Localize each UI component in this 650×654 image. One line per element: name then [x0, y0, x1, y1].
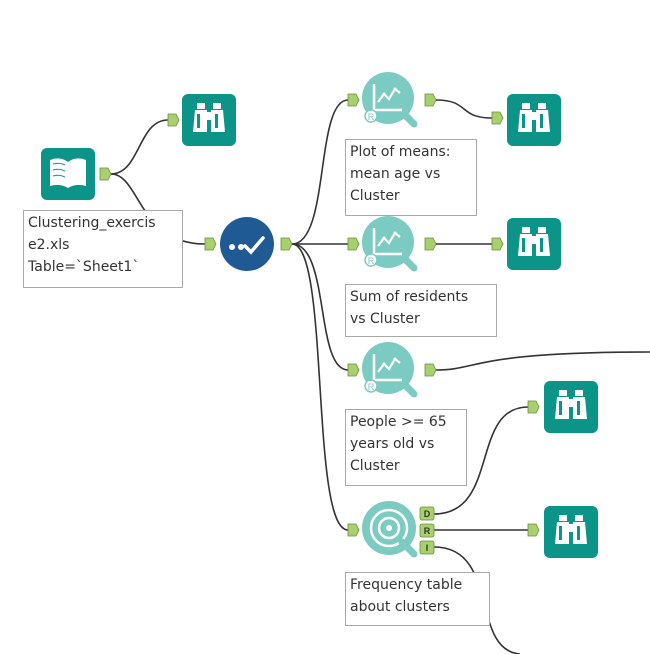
sum-residents-annotation: Sum of residents vs Cluster	[345, 284, 497, 337]
binoculars-icon	[544, 506, 598, 558]
binoculars-icon	[544, 381, 598, 433]
wire-plot1-browse1	[435, 99, 493, 119]
wire-select-people65	[291, 243, 349, 371]
plot-means-tool[interactable]	[347, 72, 437, 124]
browse-tool-2[interactable]	[491, 218, 561, 270]
book-icon	[50, 158, 68, 188]
input-output-anchor	[99, 167, 112, 181]
r-chart-icon	[362, 72, 414, 124]
wire-plot3-offscreen	[435, 351, 650, 371]
plot-means-annotation: Plot of means: mean age vs Cluster	[345, 139, 477, 216]
anchor-d[interactable]: D	[419, 506, 435, 521]
frequency-icon	[362, 501, 418, 558]
r-chart-icon	[362, 216, 414, 268]
binoculars-icon	[507, 218, 561, 270]
svg-text:R: R	[424, 526, 431, 536]
wire-input-browse	[110, 119, 169, 175]
anchor-r[interactable]: R	[419, 523, 435, 538]
sum-residents-tool[interactable]	[347, 216, 437, 268]
r-chart-icon	[362, 342, 414, 394]
wire-select-frequency	[291, 243, 349, 531]
anchor-i[interactable]: I	[419, 540, 435, 555]
wire-freq-d-browse3	[433, 406, 529, 515]
browse-tool-3[interactable]	[527, 381, 598, 433]
frequency-table-annotation: Frequency table about clusters	[345, 572, 490, 626]
checkmark-icon	[243, 236, 265, 255]
people-65-tool[interactable]	[347, 342, 437, 394]
svg-text:D: D	[424, 509, 431, 519]
frequency-table-tool[interactable]: D R I	[347, 501, 435, 558]
binoculars-icon	[507, 94, 561, 146]
select-tool[interactable]	[204, 217, 293, 271]
binoculars-icon	[182, 94, 236, 146]
browse-tool-input[interactable]	[167, 94, 236, 146]
input-tool-annotation: Clustering_exercis e2.xls Table=`Sheet1`	[23, 210, 183, 288]
browse-tool-4[interactable]	[527, 506, 598, 558]
wire-input-select	[110, 173, 206, 245]
connection-wires	[110, 99, 650, 654]
svg-text:I: I	[426, 543, 429, 553]
input-tool[interactable]	[41, 148, 112, 200]
people-65-annotation: People >= 65 years old vs Cluster	[345, 409, 467, 486]
wire-select-plot-means	[291, 99, 349, 245]
browse-tool-1[interactable]	[491, 94, 561, 146]
